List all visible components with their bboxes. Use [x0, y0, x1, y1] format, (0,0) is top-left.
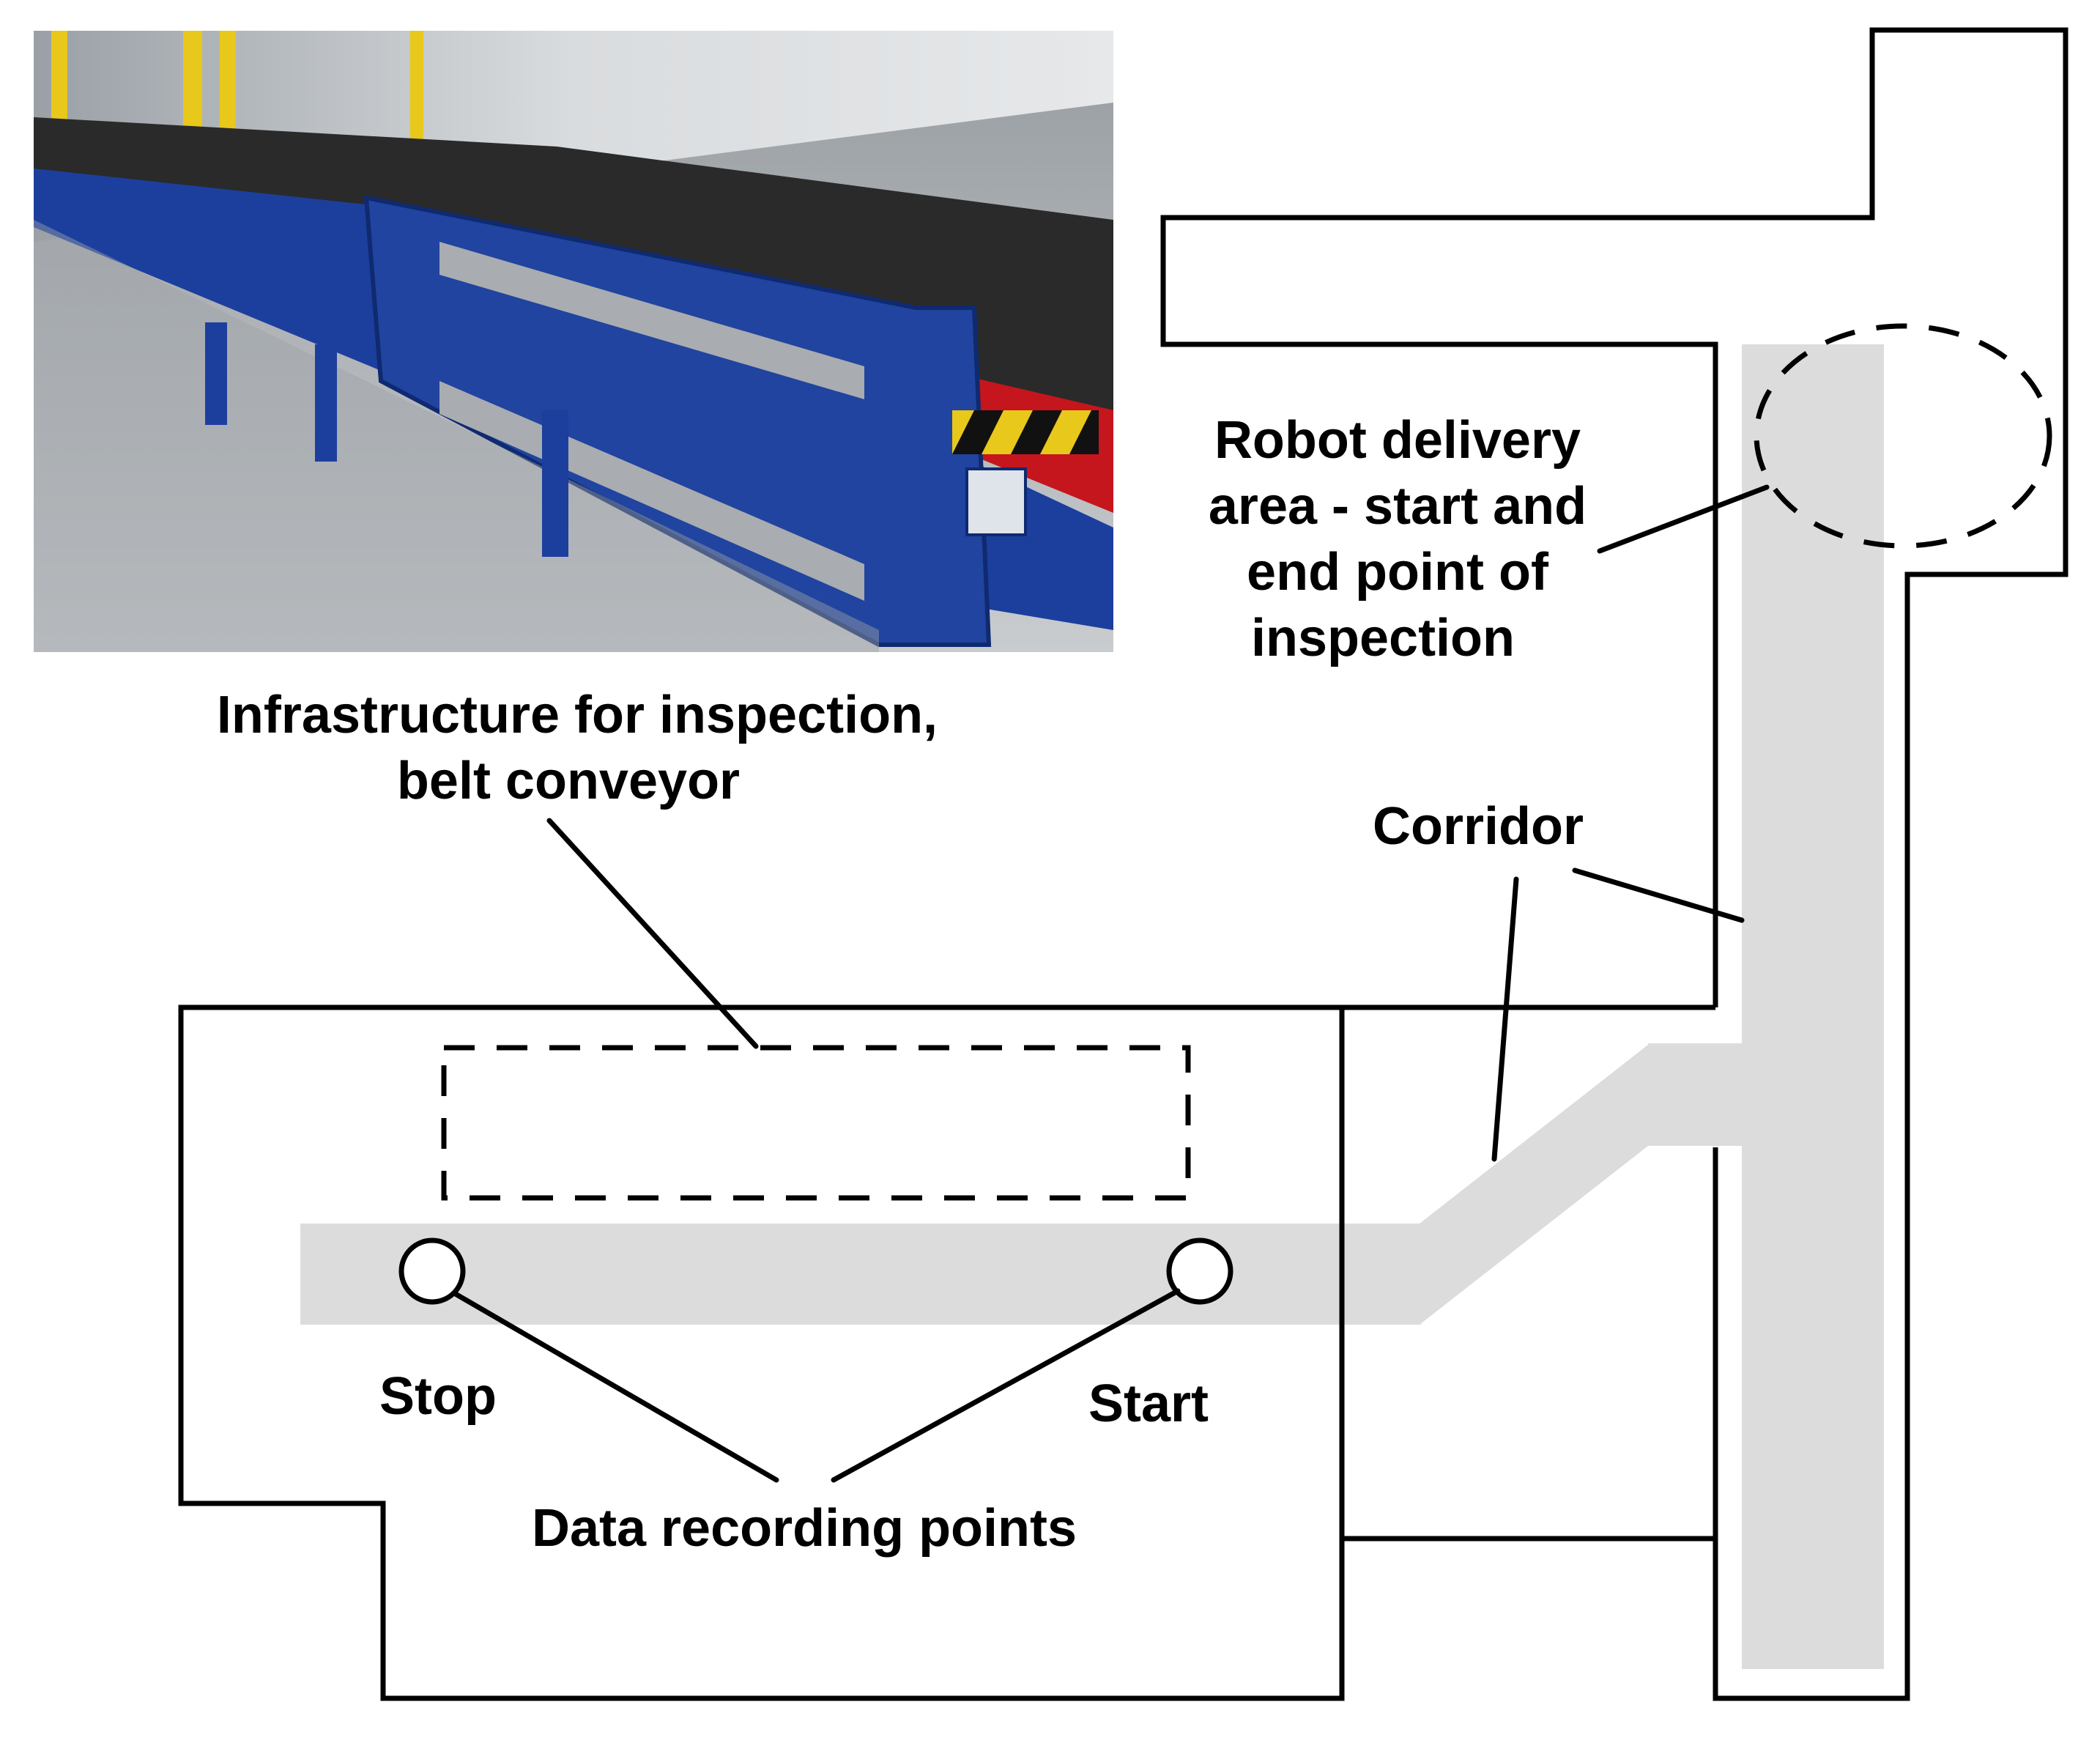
robot-area-label: area - start and: [1209, 477, 1587, 536]
stop-leader: [451, 1290, 779, 1483]
corridor-path: [1742, 344, 1884, 1669]
belt-conveyor-photo: [34, 31, 1113, 652]
start-leader: [831, 1288, 1181, 1483]
building-walls: [178, 27, 2069, 1701]
stop-label: Stop: [379, 1367, 497, 1426]
robot-area-label: Robot delivery: [1214, 411, 1581, 470]
yellow-post: [220, 31, 236, 148]
labels: Robot delivery area - start and end poin…: [217, 411, 1587, 1558]
robot-area-label: end point of: [1247, 543, 1549, 602]
data-recording-points-label: Data recording points: [532, 1499, 1077, 1558]
corridor-leader-right: [1572, 867, 1745, 923]
robot-delivery-area: [1754, 323, 2052, 549]
path-diagonal: [1420, 1045, 1648, 1325]
robot-area-leader: [1597, 484, 1770, 554]
stop-point: [398, 1237, 466, 1305]
start-label: Start: [1088, 1374, 1209, 1433]
corridor-label: Corridor: [1373, 797, 1584, 856]
corridor-leader-left: [1491, 876, 1519, 1162]
robot-area-label: inspection: [1251, 609, 1515, 667]
frame-leg: [542, 410, 568, 557]
belt-conveyor-area: [441, 1045, 1191, 1201]
frame-leg: [205, 322, 227, 425]
infrastructure-label: belt conveyor: [397, 752, 740, 810]
red-drum: [513, 271, 1113, 513]
control-box: [965, 467, 1027, 536]
robot-path: [300, 344, 1884, 1669]
leader-lines: [451, 484, 1770, 1483]
yellow-post: [410, 31, 423, 141]
path-connector: [1648, 1043, 1743, 1146]
infrastructure-leader: [546, 818, 759, 1049]
inspection-room-wall: [178, 1004, 1715, 1701]
corridor-wall: [1160, 27, 2069, 1701]
steel-rail: [439, 242, 864, 399]
infrastructure-label: Infrastructure for inspection,: [217, 686, 938, 744]
start-point: [1166, 1237, 1233, 1305]
inspection-path: [300, 1224, 1421, 1325]
blue-frame-front: [363, 195, 992, 647]
frame-leg: [315, 344, 337, 462]
